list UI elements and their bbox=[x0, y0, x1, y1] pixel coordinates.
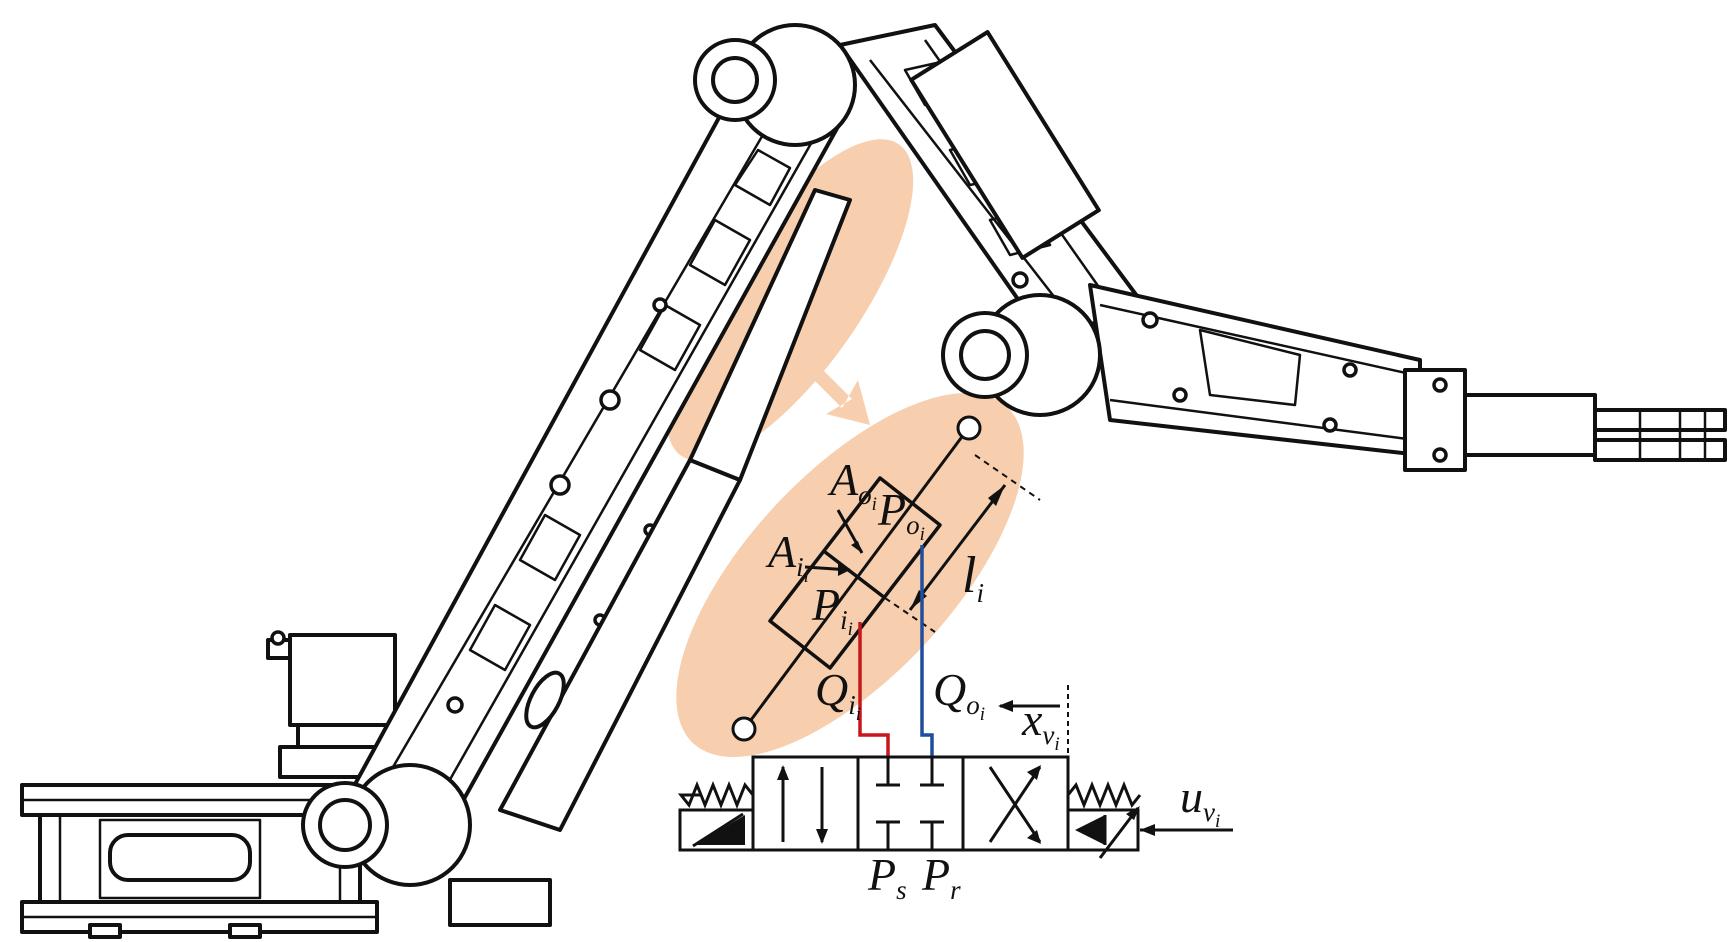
label-Q-o: Qoi bbox=[933, 664, 985, 725]
label-A-i: Aii bbox=[765, 526, 809, 587]
lower-arm-cylinder bbox=[498, 188, 852, 832]
elbow-joint bbox=[693, 23, 857, 147]
shoulder-joint bbox=[301, 763, 552, 927]
label-Q-i: Qii bbox=[815, 664, 861, 725]
label-A-o: Aoi bbox=[827, 454, 877, 515]
label-P-o: Poi bbox=[877, 484, 925, 545]
label-x-v: xvi bbox=[1021, 694, 1060, 755]
gripper bbox=[1403, 368, 1727, 472]
upper-arm-link bbox=[838, 23, 1142, 347]
label-u-v: uvi bbox=[1180, 771, 1220, 832]
return-line bbox=[920, 545, 934, 757]
label-P-r: Pr bbox=[921, 849, 961, 905]
label-P-i: Pii bbox=[811, 579, 853, 640]
forearm-link bbox=[1088, 283, 1422, 457]
actuator-highlight-schematic bbox=[676, 392, 1024, 758]
callout-arrow bbox=[812, 369, 870, 425]
servo-valve-schematic bbox=[677, 685, 1233, 859]
actuator-schematic bbox=[731, 415, 1041, 742]
supply-line bbox=[858, 622, 890, 757]
label-P-s: Ps bbox=[867, 849, 907, 905]
label-l-i: li bbox=[962, 547, 984, 608]
forearm-joint bbox=[941, 293, 1102, 417]
